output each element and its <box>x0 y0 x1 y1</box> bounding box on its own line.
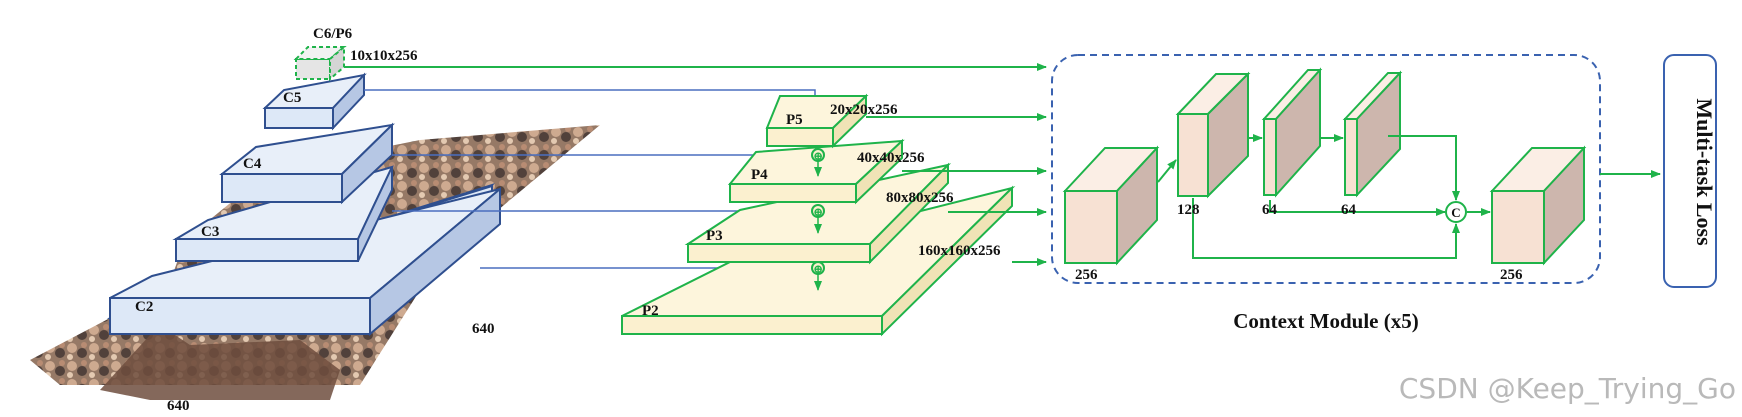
svg-text:⊕: ⊕ <box>813 205 823 219</box>
context-module-border <box>1051 54 1601 284</box>
concat-node: C <box>1445 201 1467 223</box>
context-conv-128-block <box>1175 71 1251 199</box>
c5-label: C5 <box>283 90 301 106</box>
backbone-pyramid <box>107 44 501 337</box>
p5-layer <box>765 93 869 149</box>
context-conv2-channels: 64 <box>1262 202 1278 218</box>
p5-label: P5 <box>786 112 803 128</box>
fpn-to-context-arrows <box>344 63 1047 266</box>
c6-label: C6/P6 <box>313 26 353 42</box>
svg-text:⊕: ⊕ <box>813 149 823 163</box>
p3-layer <box>684 162 952 265</box>
add-node-p4: ⊕ <box>811 148 825 177</box>
p4-dims-label: 40x40x256 <box>857 150 925 166</box>
c5-layer <box>262 72 367 131</box>
p3-label: P3 <box>706 228 723 244</box>
p2-dims-label: 160x160x256 <box>918 243 1001 259</box>
p4-label: P4 <box>751 167 768 183</box>
p5-dims-label: 20x20x256 <box>830 102 898 118</box>
fpn-add-nodes: ⊕ ⊕ ⊕ <box>811 148 825 291</box>
context-conv-64a-block <box>1261 67 1323 198</box>
c6-p6-cube <box>293 44 347 82</box>
watermark: CSDN @Keep_Trying_Go <box>1399 372 1736 405</box>
p4-layer <box>727 138 905 205</box>
context-conv3-channels: 64 <box>1341 202 1357 218</box>
add-node-p2: ⊕ <box>811 261 825 291</box>
fpn-pyramid <box>621 93 1016 337</box>
c5-to-p5-arrow <box>364 89 819 107</box>
c4-layer <box>219 122 395 205</box>
context-module: C <box>1051 54 1601 284</box>
context-output-block <box>1489 145 1587 266</box>
p2-label: P2 <box>642 303 659 319</box>
multi-task-loss-label: Multi-task Loss <box>1692 98 1717 246</box>
c2-label: C2 <box>135 299 153 315</box>
p3-dims-label: 80x80x256 <box>886 190 954 206</box>
add-node-p3: ⊕ <box>811 204 825 234</box>
context-output-channels: 256 <box>1500 267 1523 283</box>
c3-label: C3 <box>201 224 219 240</box>
context-conv-64b-block <box>1342 70 1403 198</box>
context-input-block <box>1062 145 1160 266</box>
svg-text:C: C <box>1451 205 1460 220</box>
multi-task-loss-box: Multi-task Loss <box>1663 54 1717 288</box>
context-module-title: Context Module (x5) <box>1233 309 1418 333</box>
context-input-channels: 256 <box>1075 267 1098 283</box>
c6-dims-label: 10x10x256 <box>350 48 418 64</box>
image-height-label: 640 <box>167 398 190 414</box>
svg-text:⊕: ⊕ <box>813 262 823 276</box>
context-conv1-channels: 128 <box>1177 202 1200 218</box>
c4-label: C4 <box>243 156 262 172</box>
context-connectors <box>1157 134 1491 259</box>
image-width-label: 640 <box>472 321 495 337</box>
